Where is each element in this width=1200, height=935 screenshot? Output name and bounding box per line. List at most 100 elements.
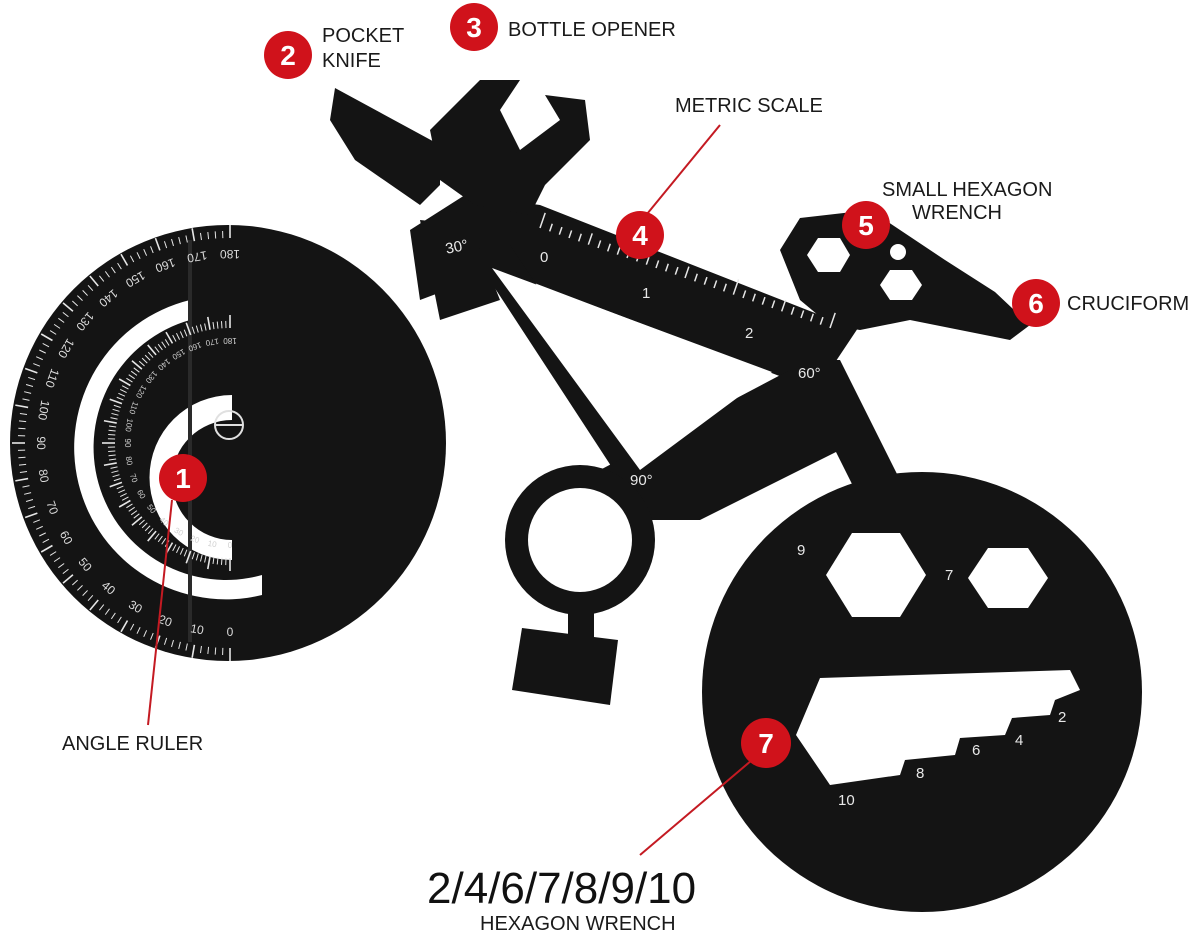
- metric-tick: [809, 313, 814, 322]
- protractor-tick: [116, 485, 124, 490]
- callout-badge-3: 3: [450, 3, 498, 51]
- label-small-hex-line2: WRENCH: [912, 202, 1002, 224]
- protractor-tick: [110, 417, 118, 420]
- protractor-label: 180: [220, 247, 240, 261]
- protractor-tick: [154, 237, 161, 251]
- small-hex-hole-2: [880, 270, 922, 300]
- protractor-tick: [118, 392, 126, 397]
- callout-badge-5: 5: [842, 201, 890, 249]
- protractor-tick: [195, 325, 199, 333]
- metric-tick: [742, 290, 747, 299]
- protractor-tick: [39, 349, 46, 354]
- protractor-label: 160: [153, 255, 177, 275]
- protractor-tick: [62, 568, 69, 575]
- protractor-tick: [77, 295, 83, 301]
- protractor-tick: [117, 616, 122, 624]
- protractor-tick: [130, 510, 138, 516]
- protractor-label: 20: [157, 612, 175, 630]
- leader-7: [639, 759, 753, 856]
- protractor-tick: [178, 237, 181, 245]
- protractor-tick: [144, 354, 151, 361]
- protractor-tick: [58, 317, 65, 323]
- protractor-label: 90: [123, 439, 132, 448]
- protractor-tick: [183, 549, 188, 557]
- protractor-tick: [147, 351, 154, 358]
- protractor-tick: [191, 552, 195, 560]
- protractor-tick: [62, 302, 74, 312]
- badge-5-number: 5: [858, 210, 874, 241]
- badge-7-number: 7: [758, 728, 774, 759]
- leader-1: [147, 499, 173, 726]
- protractor-tick: [216, 321, 219, 329]
- engraving-angle-30: 30°: [444, 236, 470, 257]
- label-angle-ruler: ANGLE RULER: [62, 733, 203, 755]
- bottle-opener-head: [430, 80, 590, 215]
- callout-badge-2: 2: [264, 31, 312, 79]
- metric-tick: [587, 233, 593, 245]
- metric-tick: [703, 276, 708, 285]
- protractor-tick: [199, 232, 202, 241]
- protractor-tick: [22, 485, 30, 488]
- protractor-label: 20: [189, 534, 201, 546]
- protractor-tick: [110, 466, 118, 469]
- badge-4-number: 4: [632, 220, 648, 251]
- pedal: [512, 628, 618, 705]
- protractor-tick: [28, 376, 36, 381]
- protractor-tick: [49, 330, 57, 335]
- protractor-tick: [40, 544, 53, 553]
- label-pocket-knife-line1: POCKET: [322, 25, 404, 47]
- protractor-tick: [183, 329, 188, 337]
- protractor-tick: [18, 420, 27, 423]
- protractor-tick: [28, 505, 36, 510]
- protractor-label: 70: [128, 472, 140, 484]
- protractor-tick: [191, 228, 196, 242]
- protractor-tick: [199, 324, 203, 332]
- protractor-tick: [216, 557, 219, 565]
- protractor-tick: [35, 525, 43, 530]
- protractor-tick: [207, 231, 210, 240]
- protractor-tick: [121, 496, 129, 501]
- protractor-label: 70: [43, 499, 61, 517]
- protractor-tick: [103, 462, 117, 467]
- protractor-tick: [18, 463, 27, 466]
- metric-tick: [539, 212, 546, 229]
- protractor-tick: [116, 396, 124, 401]
- protractor-tick: [19, 412, 28, 415]
- label-bottle-opener: BOTTLE OPENER: [508, 19, 676, 41]
- protractor-tick: [89, 275, 99, 287]
- protractor-tick: [206, 556, 211, 570]
- stepped-key-wrench: [796, 670, 1080, 785]
- protractor-tick: [15, 477, 29, 482]
- protractor-tick: [110, 266, 116, 274]
- pocket-knife-blade: [330, 88, 440, 205]
- hex-hole-9: [826, 533, 926, 617]
- engraving-key-10: 10: [838, 792, 855, 809]
- metric-tick: [829, 312, 836, 329]
- protractor-tick: [24, 492, 32, 495]
- protractor-tick: [133, 367, 140, 373]
- engraving-hex-7: 7: [945, 567, 953, 584]
- protractor-label: 10: [189, 621, 205, 637]
- protractor-label: 170: [186, 248, 208, 265]
- protractor-tick: [82, 290, 88, 296]
- protractor-tick: [161, 538, 167, 545]
- protractor-tick: [120, 620, 129, 633]
- protractor-tick: [118, 378, 131, 387]
- protractor-tick: [111, 470, 119, 474]
- protractor-tick: [191, 644, 196, 658]
- engraving-key-2: 2: [1058, 709, 1066, 726]
- protractor-tick: [19, 471, 28, 474]
- protractor-tick: [204, 555, 207, 563]
- metric-tick: [664, 263, 669, 272]
- protractor-tick: [112, 408, 120, 412]
- protractor-tick: [58, 563, 65, 569]
- badge-1-number: 1: [175, 463, 191, 494]
- protractor-tick: [25, 384, 34, 387]
- protractor-tick: [39, 532, 46, 537]
- protractor-tick: [204, 323, 207, 331]
- protractor-tick: [128, 506, 135, 512]
- protractor-tick: [49, 551, 57, 556]
- callout-badge-7: 7: [741, 718, 791, 768]
- protractor-tick: [178, 641, 181, 649]
- protractor-tick: [72, 579, 78, 586]
